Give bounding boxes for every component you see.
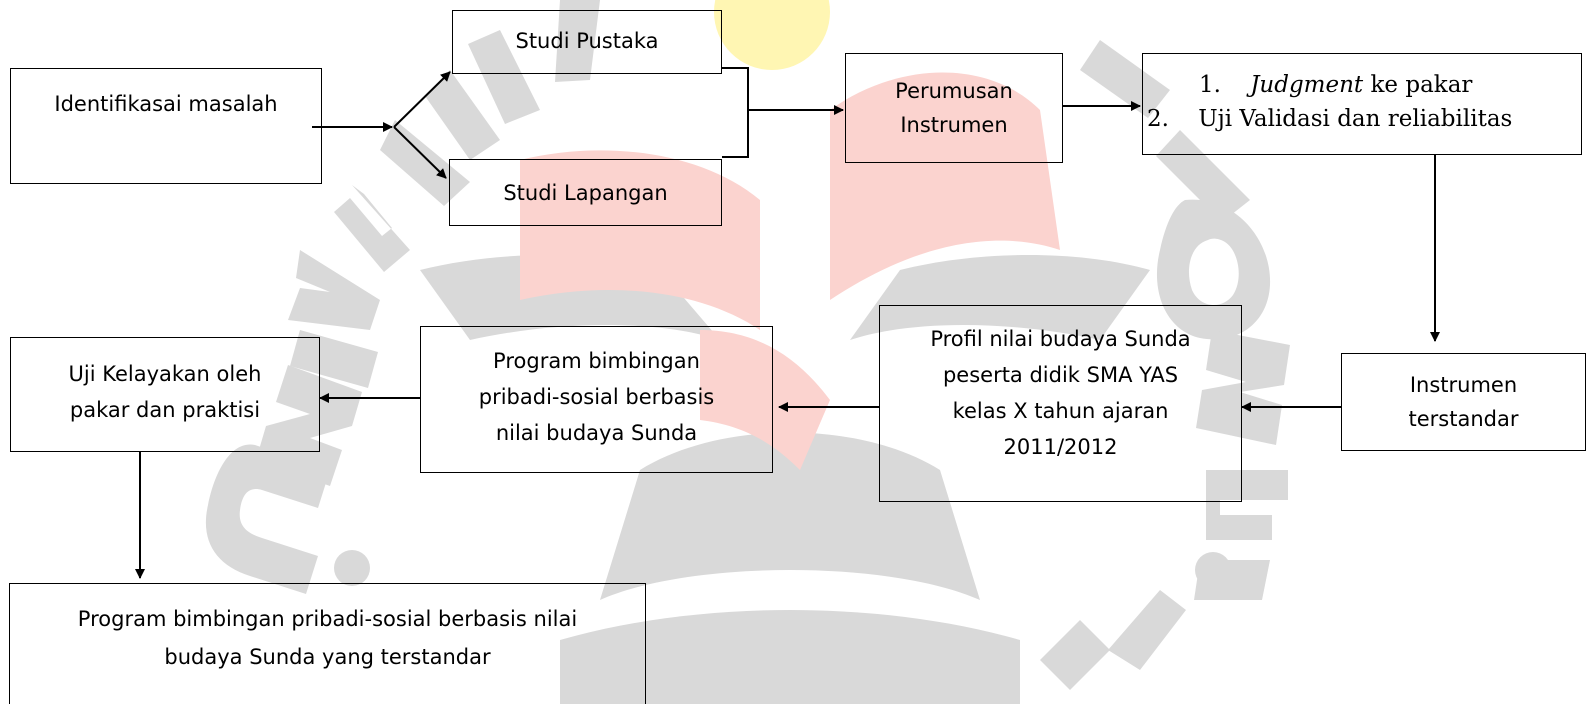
seal-dot-left [334,550,370,586]
node-studi-pustaka-line1: Studi Pustaka [515,29,659,53]
seal-letter-n2 [1080,40,1170,118]
seal-letter-n [256,365,362,486]
seal-flame [520,72,1060,470]
node-program-line2: pribadi-sosial berbasis [478,385,715,409]
seal-emblem-book [600,432,980,600]
seal-emblem-right-wing [850,255,1150,340]
node-instrumen-terstandar-line2: terstandar [1408,407,1519,431]
judgment-item-2-text: Uji Validasi dan reliabilitas [1198,106,1513,132]
seal-dot-right [1195,552,1231,588]
node-program-line1: Program bimbingan [493,349,700,373]
node-program-bimbingan: Program bimbingan pribadi-sosial berbasi… [420,326,773,473]
seal-letter-i [290,330,378,388]
node-judgment-validasi: 1. Judgment ke pakar 2. Uji Validasi dan… [1142,53,1582,155]
seal-letter-e2 [1206,470,1288,540]
merge-bracket-studies [722,67,749,158]
node-uji-line2: pakar dan praktisi [69,398,261,422]
node-studi-lapangan-line1: Studi Lapangan [503,181,668,205]
node-program-final-line2: budaya Sunda yang terstandar [164,645,491,669]
seal-letter-v [288,250,380,330]
node-instrumen-terstandar-line1: Instrumen [1409,373,1518,397]
judgment-item-1: 1. Judgment ke pakar [1143,68,1581,102]
node-studi-pustaka: Studi Pustaka [452,10,722,74]
arrow-split-to-studi-lapangan [393,126,447,179]
node-profil-line2: peserta didik SMA YAS [942,363,1179,387]
node-identifikasi-line1: Identifikasai masalah [54,92,278,116]
node-program-line3: nilai budaya Sunda [495,421,698,445]
seal-letter-e [334,185,410,272]
node-profil-nilai-budaya: Profil nilai budaya Sunda peserta didik … [879,305,1242,502]
seal-letter-o [1156,199,1271,340]
seal-sun [714,0,830,70]
seal-letter-t [555,0,600,82]
seal-emblem-base [560,610,1020,704]
node-identifikasi-masalah: Identifikasai masalah [10,68,322,184]
node-program-final-line1: Program bimbingan pribadi-sosial berbasi… [77,607,578,631]
node-uji-kelayakan: Uji Kelayakan oleh pakar dan praktisi [10,337,320,452]
node-perumusan-line2: Instrumen [900,113,1008,137]
seal-letter-r [380,120,470,206]
node-instrumen-terstandar: Instrumen terstandar [1341,353,1586,451]
node-perumusan-instrumen: Perumusan Instrumen [845,53,1063,163]
judgment-item-2-number: 2. [1147,106,1169,132]
judgment-item-1-rest: ke pakar [1363,72,1473,98]
seal-letter-s [425,70,500,160]
node-profil-line4: 2011/2012 [1003,435,1118,459]
seal-letter-u [205,444,330,594]
seal-letter-a [1108,590,1186,670]
seal-letter-n3 [1196,330,1290,445]
node-studi-lapangan: Studi Lapangan [449,159,722,226]
seal-ring-letters [205,0,1290,704]
node-uji-line1: Uji Kelayakan oleh [68,362,262,386]
seal-letter-d [1156,130,1250,222]
judgment-item-1-number: 1. [1199,72,1221,98]
node-program-final-terstandar: Program bimbingan pribadi-sosial berbasi… [9,583,646,704]
judgment-item-2: 2. Uji Validasi dan reliabilitas [1143,102,1581,136]
seal-letter-n4 [1040,620,1110,690]
seal-flame-left [520,150,760,330]
seal-flame-center [700,330,830,470]
node-perumusan-line1: Perumusan [895,79,1013,103]
seal-flame-right [830,72,1060,300]
node-profil-line3: kelas X tahun ajaran [952,399,1169,423]
judgment-item-1-emphasis: Judgment [1250,72,1364,98]
node-profil-line1: Profil nilai budaya Sunda [930,327,1191,351]
seal-letter-i2 [468,30,540,124]
arrow-split-to-studi-pustaka [393,71,451,128]
